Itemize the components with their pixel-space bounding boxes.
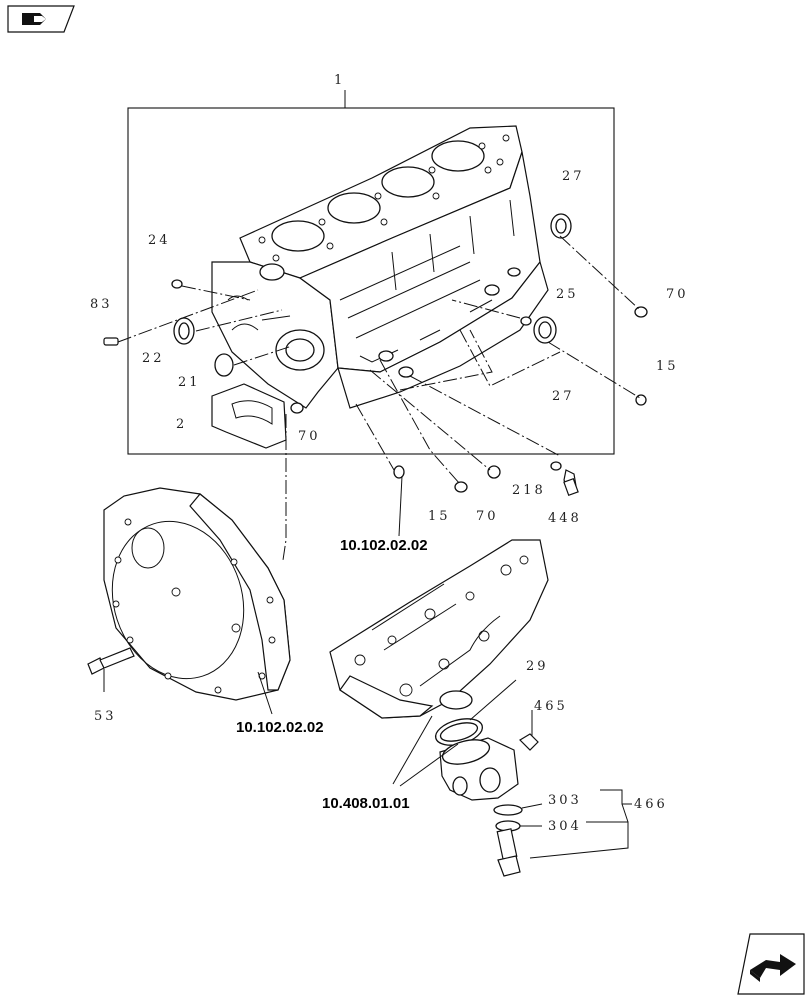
callout-304: 304: [548, 819, 582, 834]
pin-83: [103, 337, 119, 346]
plug-15-right: [635, 394, 647, 406]
reference-link-oil-filter-head[interactable]: 10.408.01.01: [322, 795, 410, 812]
callout-70-right: 70: [666, 287, 689, 302]
callout-22: 22: [142, 351, 165, 366]
callout-27-bottom: 27: [552, 389, 575, 404]
callout-1: 1: [334, 73, 345, 88]
main-bearing-cap: [211, 383, 287, 449]
plug-465: [519, 733, 539, 751]
callout-15-right: 15: [656, 359, 679, 374]
plug-70-bottom: [487, 465, 501, 479]
previous-page-arrow-icon[interactable]: [6, 4, 76, 34]
washer-small: [393, 465, 405, 479]
cylinder-block: [211, 125, 549, 409]
plug-24: [171, 279, 183, 289]
callout-218: 218: [512, 483, 546, 498]
plug-21: [214, 353, 234, 377]
reference-link-flywheel-housing-top[interactable]: 10.102.02.02: [340, 537, 428, 554]
next-page-arrow-icon[interactable]: [736, 932, 806, 996]
callout-24: 24: [148, 233, 171, 248]
callout-2: 2: [176, 417, 187, 432]
plug-15-bottom: [454, 481, 468, 493]
callout-27-top: 27: [562, 169, 585, 184]
callout-448: 448: [548, 511, 582, 526]
callout-70-front: 70: [298, 429, 321, 444]
callout-303: 303: [548, 793, 582, 808]
callout-15-bottom: 15: [428, 509, 451, 524]
callout-21: 21: [178, 375, 201, 390]
seal-22: [173, 317, 195, 345]
bolt-53: [87, 647, 135, 675]
callout-465: 465: [534, 699, 568, 714]
flywheel-housing: [103, 487, 291, 701]
washer-218: [550, 461, 562, 471]
callout-25: 25: [556, 287, 579, 302]
callout-70-bottom: 70: [476, 509, 499, 524]
plug-70-front: [290, 402, 304, 414]
cylinder-block-assembly-frame: [127, 107, 615, 455]
reference-link-flywheel-housing[interactable]: 10.102.02.02: [236, 719, 324, 736]
hollow-bolt-466: [496, 828, 521, 877]
plug-70-right: [634, 306, 648, 318]
callout-53: 53: [94, 709, 117, 724]
seal-27-bottom: [533, 316, 557, 344]
o-ring-303: [493, 804, 523, 816]
o-ring-29: [434, 718, 484, 746]
filter-head: [439, 737, 519, 801]
bolt-448: [563, 469, 579, 497]
callout-83: 83: [90, 297, 113, 312]
seal-27-top: [550, 213, 572, 239]
plug-25: [520, 316, 532, 326]
callout-29: 29: [526, 659, 549, 674]
callout-466: 466: [634, 797, 668, 812]
oil-cooler-housing: [329, 539, 549, 719]
